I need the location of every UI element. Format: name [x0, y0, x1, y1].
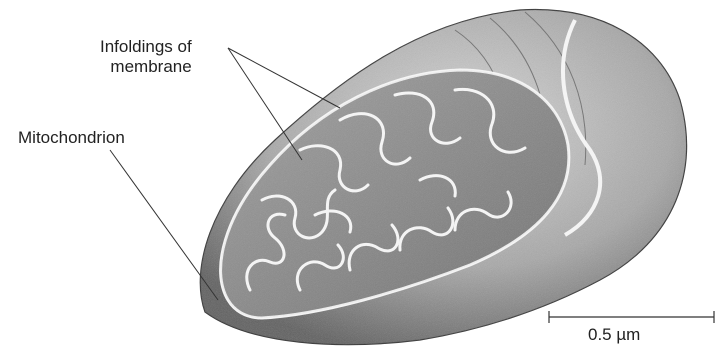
leader-line-infoldings-2: [228, 48, 302, 160]
leader-line-infoldings-1: [228, 48, 340, 108]
infoldings-label-line1: Infoldings of: [100, 37, 192, 57]
leader-line-mitochondrion: [110, 150, 218, 300]
mitochondrion-label: Mitochondrion: [18, 128, 125, 148]
infoldings-label: Infoldings of membrane: [100, 37, 192, 77]
infoldings-label-line2: membrane: [100, 57, 192, 77]
scale-bar-label: 0.5 µm: [588, 325, 640, 345]
scale-bar: [549, 311, 714, 323]
